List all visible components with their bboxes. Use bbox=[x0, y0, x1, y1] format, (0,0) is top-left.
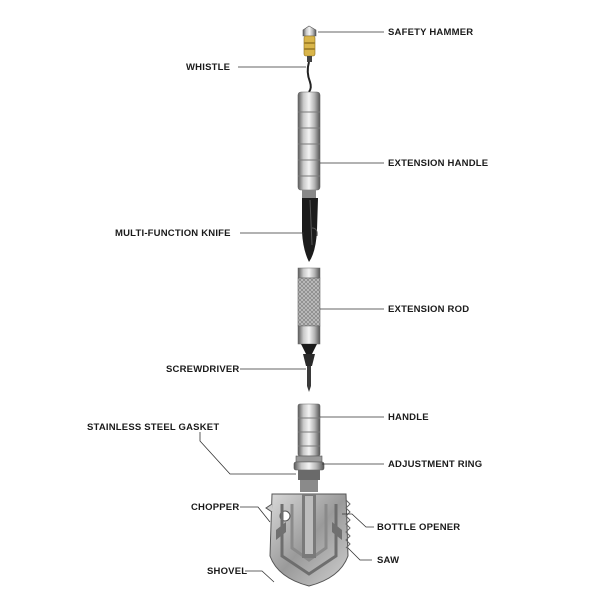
label-handle: HANDLE bbox=[388, 412, 429, 423]
extension-rod-part bbox=[297, 267, 321, 354]
label-multi-function-knife: MULTI-FUNCTION KNIFE bbox=[115, 228, 231, 239]
label-screwdriver: SCREWDRIVER bbox=[166, 364, 240, 375]
shovel-blade-part bbox=[265, 493, 351, 587]
whistle-cord-part bbox=[306, 61, 312, 93]
label-adjustment-ring: ADJUSTMENT RING bbox=[388, 459, 483, 470]
label-chopper: CHOPPER bbox=[191, 502, 240, 513]
label-extension-rod: EXTENSION ROD bbox=[388, 304, 470, 315]
leader-chopper bbox=[240, 506, 271, 523]
label-stainless-steel-gasket: STAINLESS STEEL GASKET bbox=[87, 422, 220, 433]
handle-part bbox=[297, 403, 321, 457]
extension-handle-part bbox=[297, 91, 321, 198]
label-extension-handle: EXTENSION HANDLE bbox=[388, 158, 489, 169]
label-bottle-opener: BOTTLE OPENER bbox=[377, 522, 461, 533]
safety-hammer-part bbox=[302, 25, 317, 62]
leader-lines bbox=[199, 31, 384, 583]
label-shovel: SHOVEL bbox=[207, 566, 248, 577]
label-saw: SAW bbox=[377, 555, 400, 566]
label-safety-hammer: SAFETY HAMMER bbox=[388, 27, 474, 38]
leader-shovel bbox=[245, 570, 275, 583]
adjustment-ring-part bbox=[293, 455, 325, 492]
label-whistle: WHISTLE bbox=[186, 62, 231, 73]
knife-part bbox=[302, 198, 318, 262]
leader-bottle-opener bbox=[342, 513, 374, 528]
leader-saw bbox=[347, 547, 372, 561]
screwdriver-part bbox=[303, 354, 315, 392]
leader-gasket bbox=[199, 432, 296, 475]
